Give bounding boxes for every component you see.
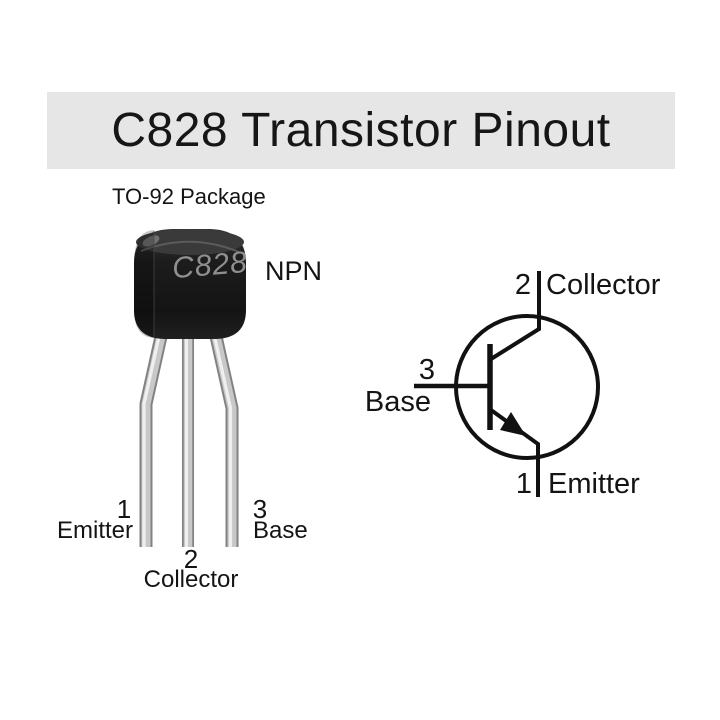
collector-leg [182, 334, 194, 547]
photo-pin2-number: 2 [183, 544, 199, 574]
schematic-pin1-number: 1 [515, 468, 532, 500]
schematic-collector-label: Collector [546, 269, 661, 301]
schematic-pin2-number: 2 [514, 269, 531, 301]
schematic-pin3-number: 3 [418, 354, 436, 386]
page-title: C828 Transistor Pinout [111, 104, 611, 157]
transistor-body [134, 229, 246, 339]
package-label: TO-92 Package [112, 184, 266, 209]
transistor-photo [134, 229, 246, 547]
photo-pin3-number: 3 [252, 494, 268, 524]
schematic-emitter-label: Emitter [548, 468, 640, 500]
transistor-type-label: NPN [265, 256, 323, 286]
photo-pin3-name: Base [253, 517, 308, 544]
photo-pin1-name: Emitter [56, 517, 133, 544]
photo-pin2-name: Collector [143, 566, 239, 593]
schematic-base-label: Base [364, 386, 431, 418]
emitter-arrow [500, 412, 526, 436]
title-banner: C828 Transistor Pinout [47, 92, 675, 169]
photo-pin1-number: 1 [116, 494, 132, 524]
collector-lead-line [489, 271, 541, 361]
base-leg [208, 330, 239, 547]
npn-schematic-symbol [414, 271, 600, 497]
body-marking-text: C828 [170, 245, 250, 286]
emitter-leg [139, 330, 169, 547]
